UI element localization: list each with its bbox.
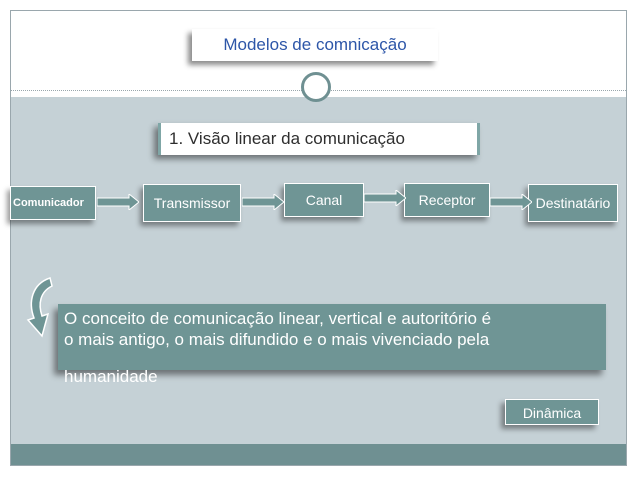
description-line: O conceito de comunicação linear, vertic…: [64, 309, 492, 328]
flow-node-receptor: Receptor: [404, 183, 490, 217]
flow-node-label: Canal: [305, 192, 343, 208]
right-arrow-icon: [490, 194, 532, 210]
flow-node-label: Receptor: [418, 192, 476, 208]
circle-ornament-icon: [301, 72, 331, 102]
right-arrow-icon: [364, 190, 406, 206]
flow-node-comunicador: Comunicador: [10, 186, 96, 220]
description-box: O conceito de comunicação linear, vertic…: [58, 304, 606, 370]
slide-title: Modelos de comnicação: [192, 29, 438, 61]
flow-node-label: Transmissor: [153, 195, 231, 211]
description-line: o mais antigo, o mais difundido e o mais…: [64, 330, 490, 349]
flow-node-canal: Canal: [284, 183, 364, 217]
description-line: humanidade: [64, 367, 158, 386]
curved-arrow-icon: [26, 277, 53, 338]
flow-node-label: Comunicador: [13, 197, 84, 209]
section-subtitle: 1. Visão linear da comunicação: [158, 123, 480, 155]
flow-node-transmissor: Transmissor: [143, 184, 241, 222]
dinamica-button[interactable]: Dinâmica: [505, 399, 599, 425]
flow-node-destinatario: Destinatário: [528, 184, 618, 222]
right-arrow-icon: [97, 194, 139, 210]
right-arrow-icon: [242, 194, 284, 210]
footer-band: [11, 444, 626, 465]
flow-node-label: Destinatário: [535, 195, 611, 211]
